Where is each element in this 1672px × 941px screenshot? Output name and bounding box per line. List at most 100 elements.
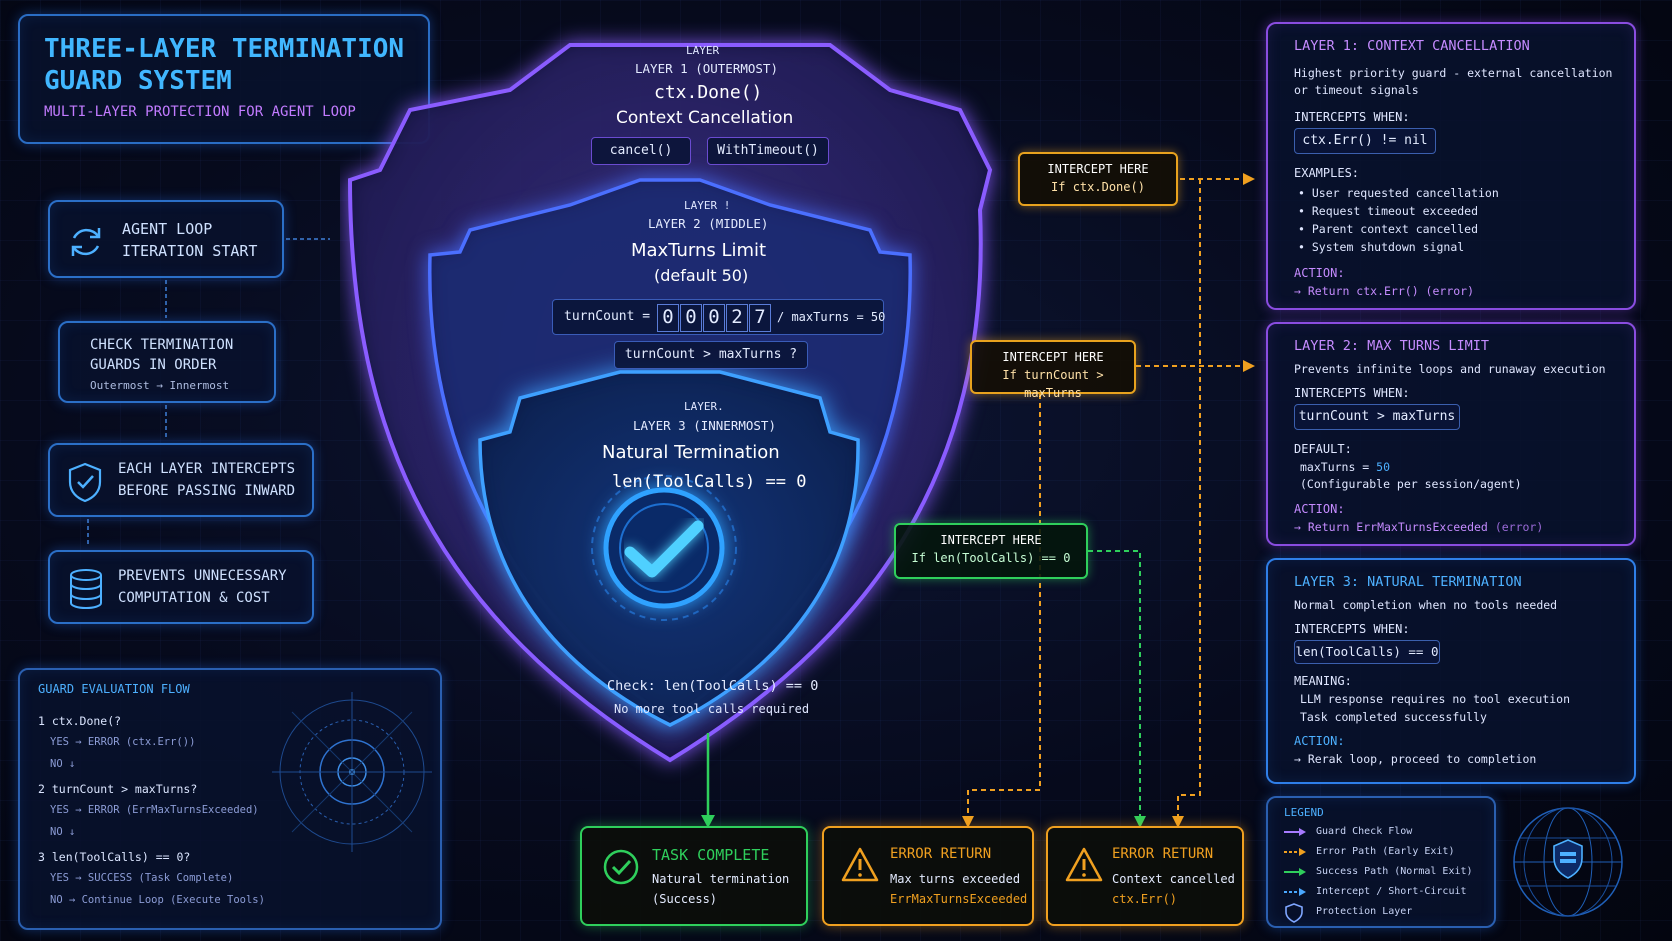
right-panel-layer1: LAYER 1: CONTEXT CANCELLATION Highest pr… — [1266, 22, 1636, 310]
counter-digit-4: 2 — [726, 304, 748, 332]
layer1-func: ctx.Done() — [654, 82, 763, 103]
title-line-2: GUARD SYSTEM — [44, 66, 232, 96]
legend-item-1: Guard Check Flow — [1316, 826, 1413, 837]
guard-flow-panel: GUARD EVALUATION FLOW 1 ctx.Done(? YES →… — [18, 668, 442, 930]
warning-icon — [1065, 847, 1103, 882]
cancel-chip: cancel() — [591, 137, 691, 165]
rp3-action: → Rerak loop, proceed to completion — [1294, 752, 1537, 766]
globe-graphic — [1513, 807, 1623, 917]
layer1-tag: LAYER — [686, 44, 720, 57]
step-agent-loop-line1: AGENT LOOP — [122, 220, 213, 238]
step-each-line1: EACH LAYER INTERCEPTS — [118, 461, 296, 477]
counter-label: turnCount = — [564, 309, 651, 324]
result-task-line1: Natural termination — [652, 872, 790, 886]
step-check-guards: CHECK TERMINATION GUARDS IN ORDER Outerm… — [58, 321, 276, 403]
guard-flow-title: GUARD EVALUATION FLOW — [38, 682, 190, 696]
success-check-icon — [603, 849, 639, 885]
intercept-layer3-title: INTERCEPT HERE — [940, 533, 1042, 547]
database-icon — [70, 569, 102, 610]
shield-check-icon — [68, 462, 102, 503]
legend-item-3: Success Path (Normal Exit) — [1316, 866, 1473, 877]
counter-suffix: / maxTurns = 50 — [777, 310, 886, 324]
rp3-desc1: Normal completion when no tools needed — [1294, 598, 1558, 612]
title-panel: THREE-LAYER TERMINATION GUARD SYSTEM MUL… — [18, 14, 430, 144]
rp3-action-label: ACTION: — [1294, 734, 1345, 748]
layer3-name: LAYER 3 (INNERMOST) — [633, 418, 776, 433]
flow-q3: 3 len(ToolCalls) == 0? — [38, 850, 191, 864]
step-each-line2: BEFORE PASSING INWARD — [118, 483, 296, 499]
layer3-desc: len(ToolCalls) == 0 — [612, 472, 807, 492]
counter-digit-1: 0 — [657, 304, 679, 332]
rp2-default-label: DEFAULT: — [1294, 442, 1352, 456]
step-check-line3: Outermost → Innermost — [90, 379, 230, 392]
result-task-line2: (Success) — [652, 892, 718, 906]
step-check-line1: CHECK TERMINATION — [90, 337, 234, 353]
step-agent-loop: AGENT LOOP ITERATION START — [48, 200, 284, 278]
layer3-check: Check: len(ToolCalls) == 0 — [607, 678, 819, 694]
result-max-turns: ERROR RETURN Max turns exceeded ErrMaxTu… — [822, 826, 1034, 926]
result-max-line1: Max turns exceeded — [890, 872, 1021, 886]
intercept-layer2-title: INTERCEPT HERE — [1002, 350, 1104, 364]
layer2-tag: LAYER ! — [684, 199, 731, 212]
rp2-code: turnCount > maxTurns — [1294, 404, 1460, 430]
left-step-connectors — [87, 238, 330, 547]
warning-icon — [841, 847, 879, 882]
intercept-layer1-cond: If ctx.Done() — [1051, 180, 1145, 194]
intercept-layer1: INTERCEPT HERE If ctx.Done() — [1018, 152, 1178, 206]
rp2-default-row: maxTurns = 50 — [1300, 460, 1390, 474]
legend-title: LEGEND — [1284, 806, 1324, 819]
legend-panel: LEGEND Guard Check Flow Error Path (Earl… — [1266, 796, 1496, 928]
result-ctx-title: ERROR RETURN — [1112, 846, 1214, 862]
layer3-tag: LAYER. — [684, 400, 724, 413]
intercept-layer3-cond: If len(ToolCalls) == 0 — [911, 551, 1071, 565]
rp1-desc2: or timeout signals — [1294, 83, 1419, 97]
rp2-desc1: Prevents infinite loops and runaway exec… — [1294, 362, 1606, 376]
right-panel-layer2: LAYER 2: MAX TURNS LIMIT Prevents infini… — [1266, 322, 1636, 546]
rp3-title: LAYER 3: NATURAL TERMINATION — [1294, 574, 1522, 590]
title-line-1: THREE-LAYER TERMINATION — [44, 34, 405, 64]
rp1-intercepts-label: INTERCEPTS WHEN: — [1294, 110, 1410, 124]
step-agent-loop-line2: ITERATION START — [122, 242, 258, 260]
rp2-action-row: → Return ErrMaxTurnsExceeded (error) — [1294, 520, 1543, 534]
rp2-action-tag: (error) — [1494, 520, 1544, 534]
radar-graphic — [272, 692, 432, 852]
turncount-counter: turnCount = 0 0 0 2 7 / maxTurns = 50 — [552, 299, 886, 335]
step-check-line2: GUARDS IN ORDER — [90, 357, 217, 373]
counter-digit-5: 7 — [749, 304, 771, 332]
rp3-code: len(ToolCalls) == 0 — [1294, 640, 1440, 664]
step-prevents: PREVENTS UNNECESSARY COMPUTATION & COST — [48, 550, 314, 624]
rp3-meaning1: LLM response requires no tool execution — [1300, 692, 1571, 706]
layer2-desc: (default 50) — [654, 266, 749, 285]
step-prevents-line1: PREVENTS UNNECESSARY — [118, 568, 287, 584]
step-prevents-line2: COMPUTATION & COST — [118, 590, 270, 606]
flow-no2: NO ↓ — [50, 826, 76, 838]
rp2-default-key: maxTurns = — [1300, 460, 1377, 474]
rp3-intercepts-label: INTERCEPTS WHEN: — [1294, 622, 1410, 636]
checkmark-icon — [624, 520, 704, 578]
rp2-intercepts-label: INTERCEPTS WHEN: — [1294, 386, 1410, 400]
rp1-examples-label: EXAMPLES: — [1294, 166, 1360, 180]
rp1-example-3: • Parent context cancelled — [1298, 222, 1479, 236]
title-subtitle: MULTI-LAYER PROTECTION FOR AGENT LOOP — [44, 104, 356, 120]
step-each-layer: EACH LAYER INTERCEPTS BEFORE PASSING INW… — [48, 443, 314, 517]
layer1-desc: Context Cancellation — [616, 108, 794, 128]
result-max-title: ERROR RETURN — [890, 846, 992, 862]
legend-markers — [1284, 828, 1306, 923]
result-ctx-line1: Context cancelled — [1112, 872, 1235, 886]
withtimeout-chip: WithTimeout() — [707, 137, 829, 165]
intercept-layer3: INTERCEPT HERE If len(ToolCalls) == 0 — [894, 523, 1088, 579]
flow-yes3: YES → SUCCESS (Task Complete) — [50, 872, 234, 884]
legend-item-4: Intercept / Short-Circuit — [1316, 886, 1467, 897]
rp1-action-label: ACTION: — [1294, 266, 1345, 280]
layer1-name: LAYER 1 (OUTERMOST) — [635, 61, 778, 76]
refresh-icon — [71, 228, 101, 256]
result-ctx-line2: ctx.Err() — [1112, 892, 1178, 906]
layer3-check2: No more tool calls required — [614, 702, 810, 716]
layer3-func: Natural Termination — [602, 442, 780, 463]
legend-item-5: Protection Layer — [1316, 906, 1413, 917]
flow-yes1: YES → ERROR (ctx.Err()) — [50, 736, 196, 748]
flow-yes2: YES → ERROR (ErrMaxTurnsExceeded) — [50, 804, 259, 816]
rp1-example-2: • Request timeout exceeded — [1298, 204, 1479, 218]
legend-item-2: Error Path (Early Exit) — [1316, 846, 1455, 857]
